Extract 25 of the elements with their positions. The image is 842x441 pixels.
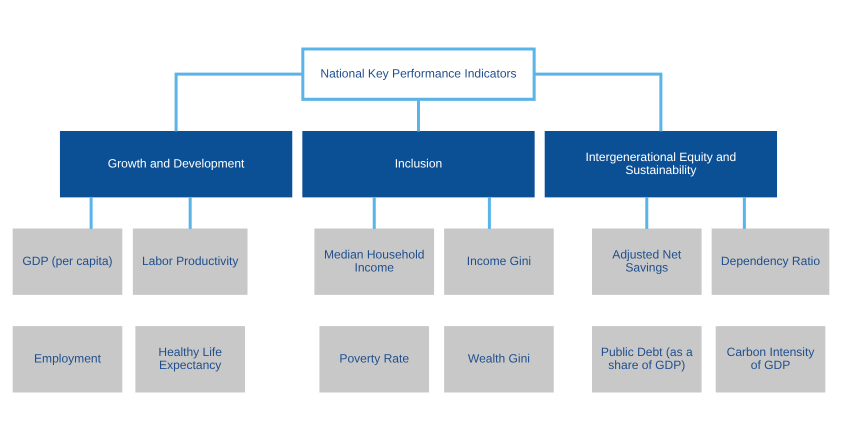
node-box: Inclusion xyxy=(302,131,535,198)
node-box: Income Gini xyxy=(444,228,554,295)
node-box: Healthy Life Expectancy xyxy=(135,326,245,392)
connector xyxy=(188,196,192,229)
connector xyxy=(488,196,491,229)
connector xyxy=(416,100,420,132)
node-box: Growth and Development xyxy=(60,131,292,198)
connector xyxy=(174,72,303,132)
node-box: Wealth Gini xyxy=(444,326,554,392)
node-box: Labor Productivity xyxy=(132,228,248,295)
connector xyxy=(742,196,746,229)
node-box: National Key Performance Indicators xyxy=(301,48,536,101)
node-box: Poverty Rate xyxy=(319,326,430,392)
connector xyxy=(90,196,93,229)
node-box: Public Debt (as a share of GDP) xyxy=(592,326,702,392)
node-box: Median Household Income xyxy=(314,228,434,295)
node-box: GDP (per capita) xyxy=(12,228,122,295)
node-box: Intergenerational Equity and Sustainability xyxy=(544,131,778,198)
node-box: Employment xyxy=(12,326,122,392)
node-box: Adjusted Net Savings xyxy=(592,228,702,295)
connector xyxy=(534,72,662,132)
node-box: Carbon Intensity of GDP xyxy=(716,326,826,392)
node-box: Dependency Ratio xyxy=(712,228,830,295)
connector xyxy=(645,196,648,229)
connector xyxy=(372,196,376,229)
